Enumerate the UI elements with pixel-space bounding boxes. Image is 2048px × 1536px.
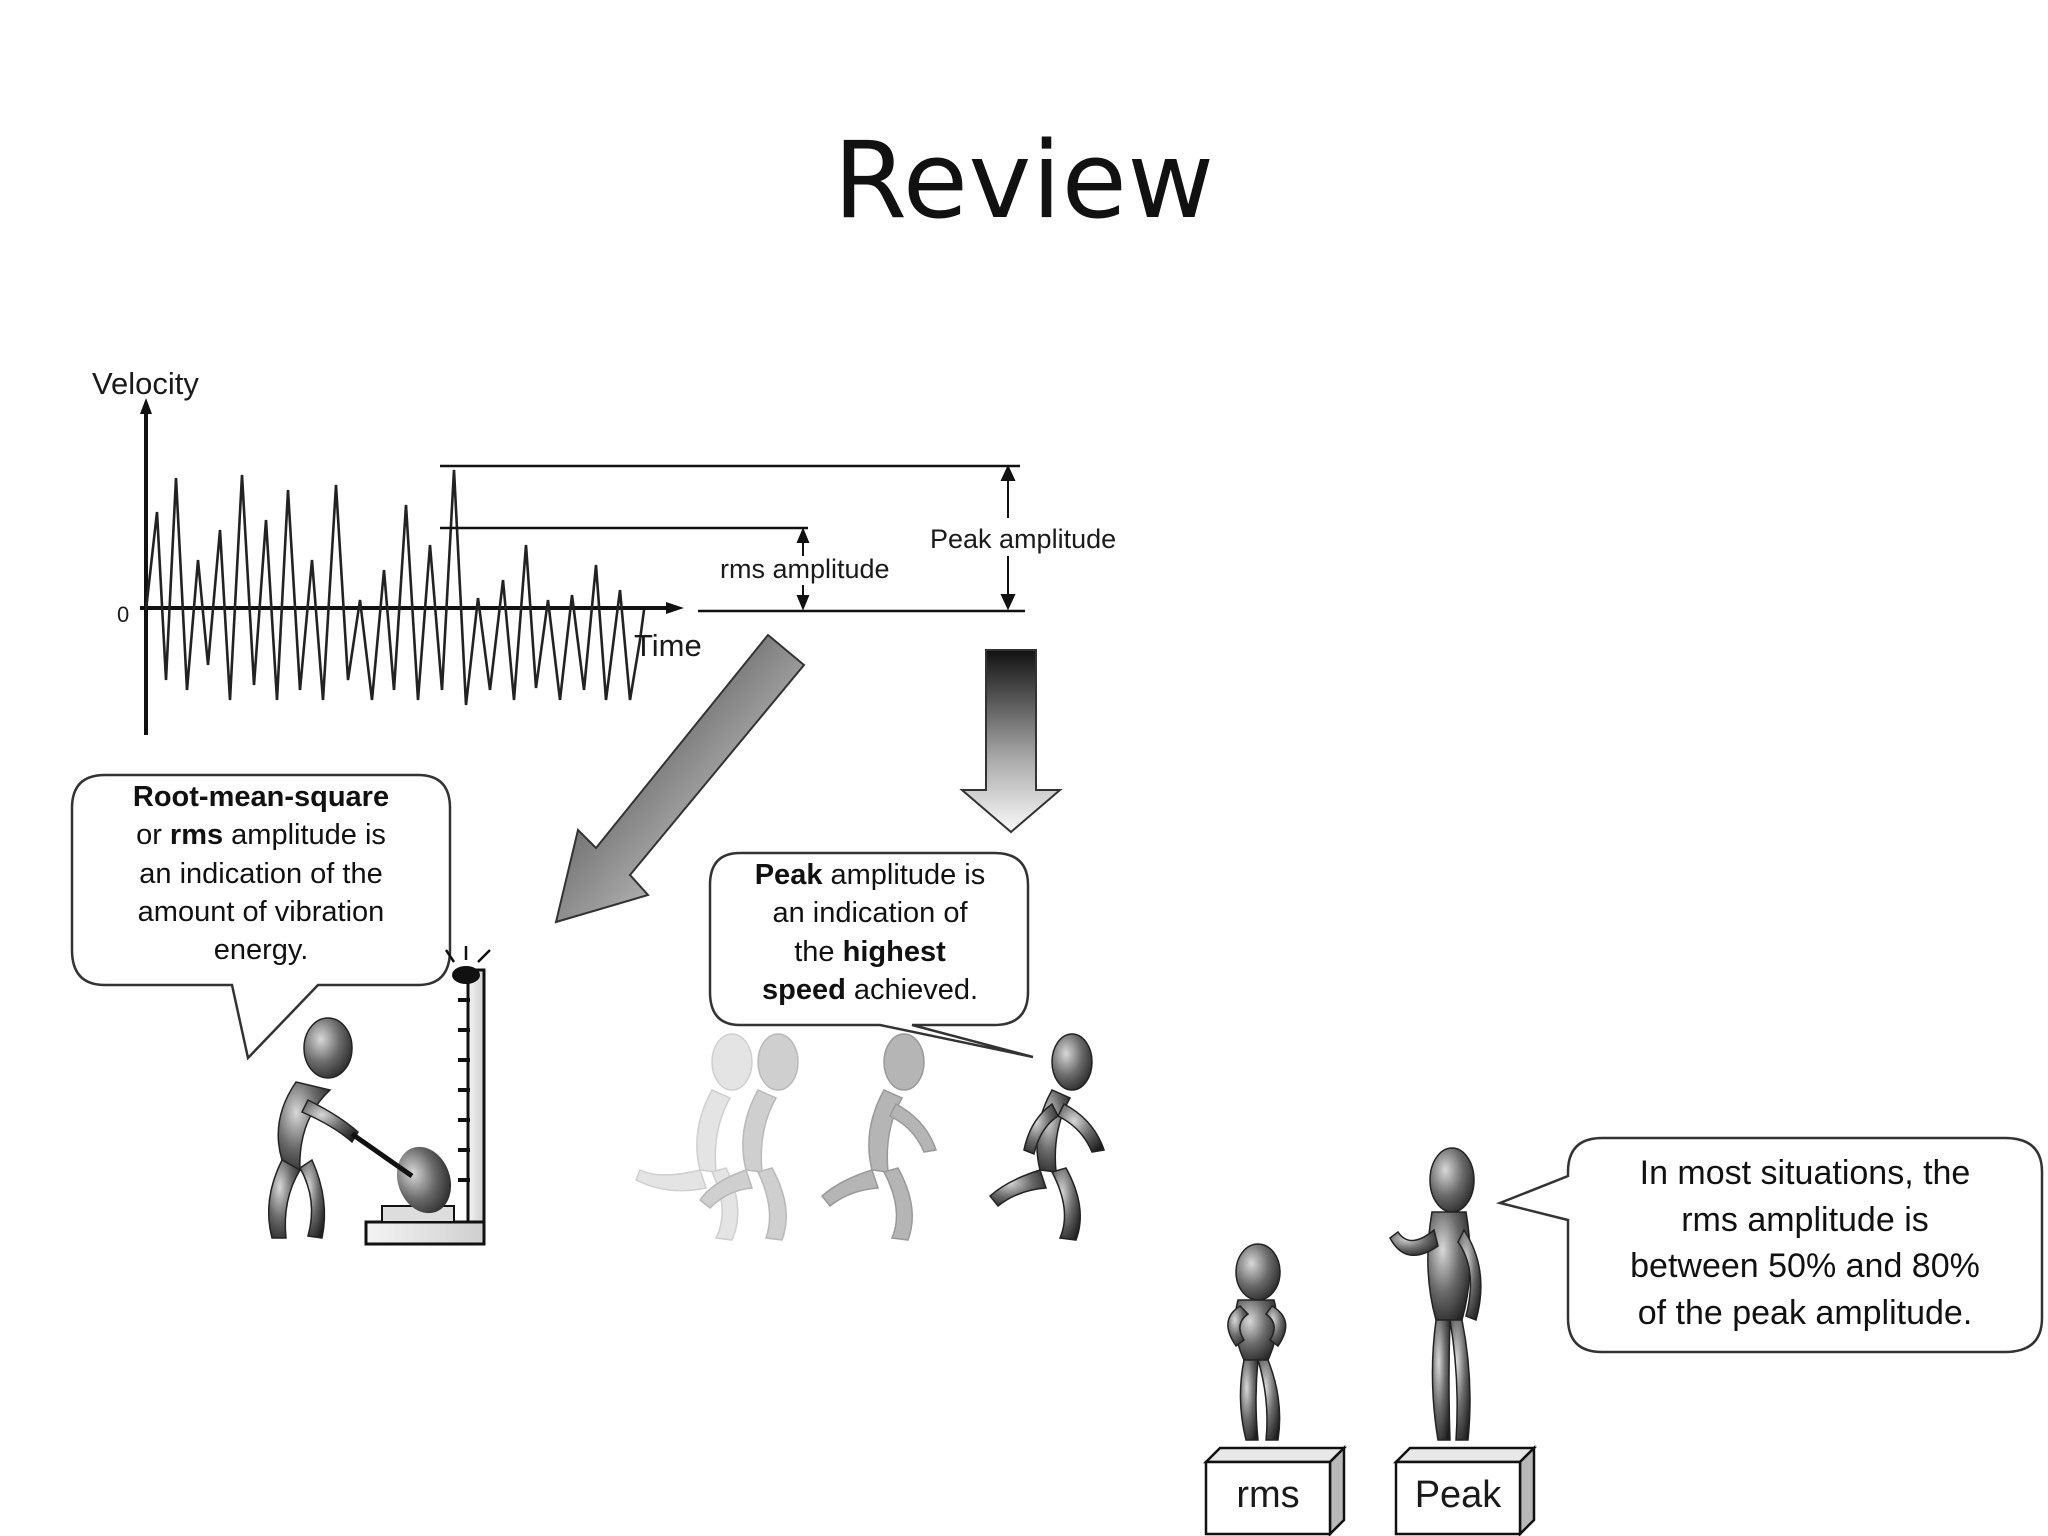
slide-title: Review <box>833 119 1215 242</box>
rms-bubble-text: Root-mean-square or rms amplitude is an … <box>80 778 442 969</box>
situation-line3: between 50% and 80% <box>1630 1247 1980 1286</box>
peak-bubble-line3-pre: the <box>794 935 843 968</box>
rms-box <box>1202 1444 1348 1536</box>
rms-bubble-term: Root-mean-square <box>132 781 390 813</box>
rms-amplitude-marker <box>796 527 810 611</box>
rms-speech-bubble <box>70 773 452 1061</box>
peak-amplitude-marker <box>1000 464 1016 611</box>
peak-speech-bubble <box>708 851 1034 1059</box>
rms-figure-illustration <box>1227 1243 1287 1441</box>
peak-bubble-line2: an indication of <box>772 897 968 930</box>
peak-bubble-highest: highest <box>842 935 946 968</box>
situation-speech-bubble <box>1495 1136 2044 1354</box>
rms-bubble-line3: an indication of the <box>139 857 383 890</box>
situation-line4: of the peak amplitude. <box>1637 1293 1973 1332</box>
rms-box-label: rms <box>1236 1474 1300 1516</box>
velocity-axis-label: Velocity <box>92 366 199 401</box>
peak-bubble-line4-post: achieved. <box>845 973 979 1006</box>
y-axis-arrowhead <box>140 398 152 414</box>
running-figures-illustration <box>635 1033 1105 1241</box>
situation-line1: In most situations, the <box>1639 1154 1971 1192</box>
situation-bubble-text: In most situations, the rms amplitude is… <box>1570 1150 2040 1336</box>
time-axis-label: Time <box>634 628 702 663</box>
rms-bubble-line2-post: amplitude is <box>223 819 386 852</box>
peak-bubble-term: Peak <box>754 859 823 891</box>
rms-amplitude-label: rms amplitude <box>720 554 890 584</box>
down-arrow <box>959 649 1063 834</box>
peak-box-label: Peak <box>1414 1474 1502 1516</box>
hammer-figure-illustration <box>267 1017 414 1239</box>
amplitude-reference-lines <box>440 464 1025 613</box>
rms-bubble-line4: amount of vibration <box>137 895 385 928</box>
x-axis-arrowhead <box>666 602 684 614</box>
rms-bubble-line5: energy. <box>213 934 309 967</box>
vibration-waveform <box>144 469 646 706</box>
peak-bubble-line1-post: amplitude is <box>822 859 986 891</box>
peak-box <box>1392 1444 1538 1536</box>
rms-bubble-abbrev: rms <box>169 819 224 852</box>
zero-label: 0 <box>117 602 130 627</box>
peak-amplitude-label: Peak amplitude <box>930 524 1117 554</box>
situation-line2: rms amplitude is <box>1681 1200 1929 1239</box>
peak-bubble-text: Peak amplitude is an indication of the h… <box>712 856 1028 1009</box>
strength-tester-illustration <box>364 946 491 1246</box>
peak-bubble-speed: speed <box>761 973 846 1006</box>
rms-bubble-line2-pre: or <box>136 819 170 852</box>
diagonal-arrow <box>554 633 806 924</box>
peak-figure-illustration <box>1389 1147 1482 1441</box>
